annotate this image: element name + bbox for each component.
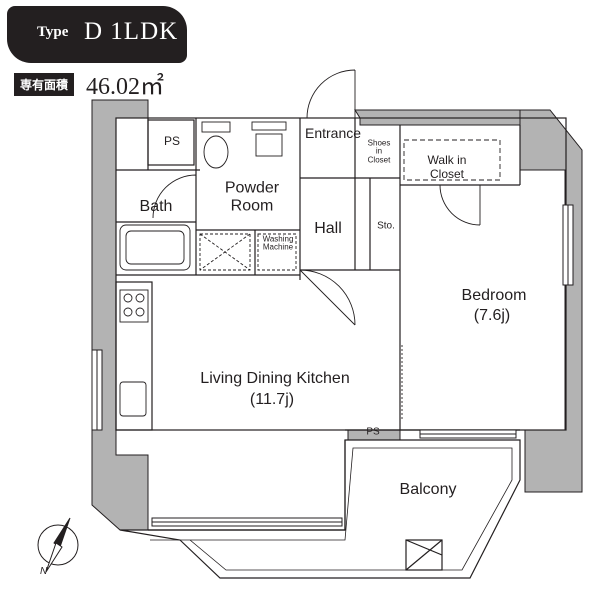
- door-swings: [119, 69, 501, 420]
- area-value: 46.02㎡: [86, 74, 164, 100]
- balcony-outline: [119, 439, 521, 579]
- ldk-size-label: (11.7j): [249, 390, 295, 408]
- ps-bottom-label: PS: [366, 426, 380, 438]
- powder-room-label: Powder Room: [224, 179, 280, 215]
- windows: [91, 204, 574, 527]
- compass: [37, 517, 79, 573]
- compass-north-label: N: [40, 566, 48, 577]
- balcony-label: Balcony: [399, 480, 457, 498]
- hall-label: Hall: [314, 219, 342, 237]
- storage-label: Sto.: [377, 220, 395, 232]
- plan-type-badge: Type D 1LDK: [7, 6, 187, 63]
- entrance-label: Entrance: [304, 124, 362, 141]
- shoes-closet-label: Shoes in Closet: [367, 138, 391, 165]
- area-label: 専有面積: [14, 73, 75, 96]
- type-label: Type: [37, 24, 69, 40]
- ldk-label: Living Dining Kitchen: [200, 369, 350, 387]
- bedroom-label: Bedroom: [461, 286, 527, 304]
- bath-label: Bath: [139, 197, 173, 215]
- bedroom-size-label: (7.6j): [473, 306, 511, 324]
- walk-in-closet-label: Walk in Closet: [427, 153, 467, 181]
- type-code: D 1LDK: [84, 18, 179, 45]
- washing-machine-label: Washing Machine: [262, 234, 294, 252]
- ps-top-label: PS: [163, 134, 181, 149]
